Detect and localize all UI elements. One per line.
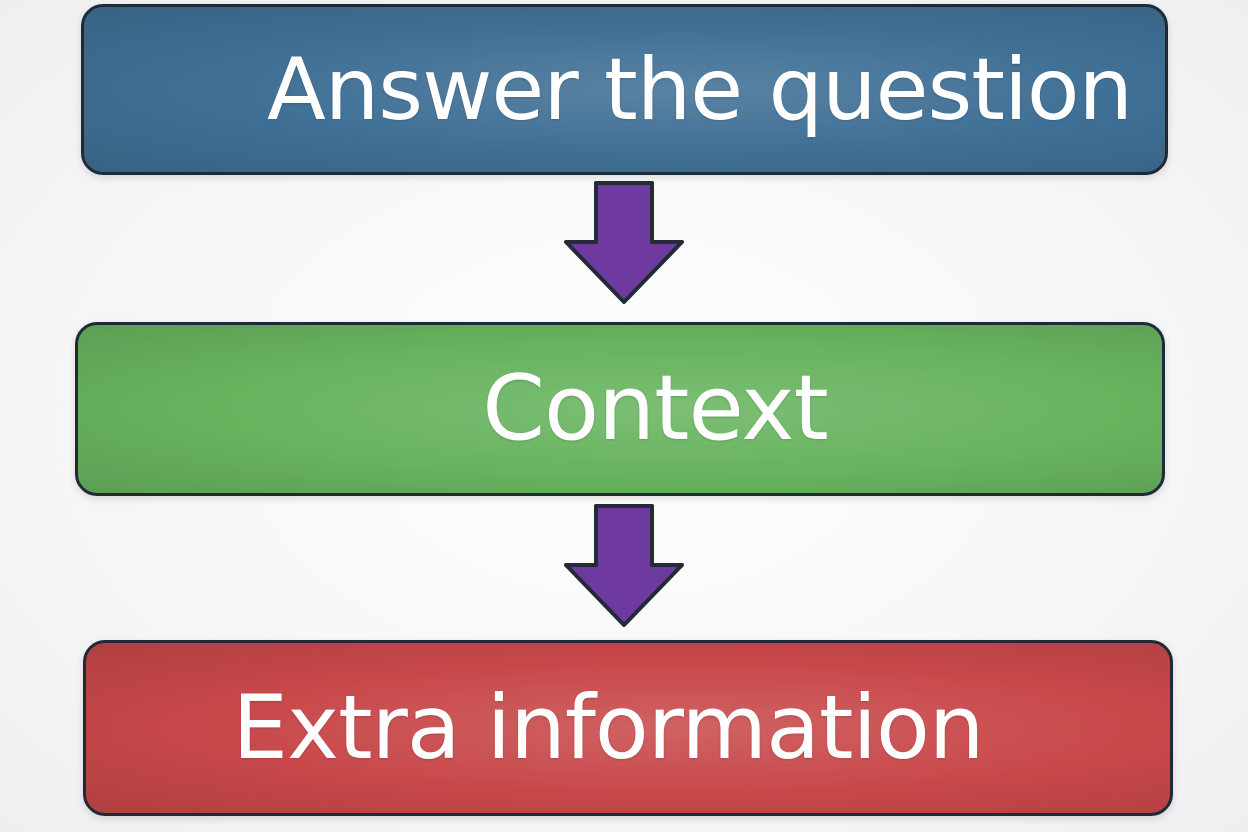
step-box-answer-the-question: Answer the question <box>81 4 1168 175</box>
step-label: Context <box>482 356 829 461</box>
down-arrow-icon <box>564 504 684 627</box>
step-label: Answer the question <box>266 39 1133 140</box>
step-label: Extra information <box>232 676 984 779</box>
step-box-extra-information: Extra information <box>83 640 1173 816</box>
step-box-context: Context <box>75 322 1165 496</box>
down-arrow-icon <box>564 181 684 304</box>
